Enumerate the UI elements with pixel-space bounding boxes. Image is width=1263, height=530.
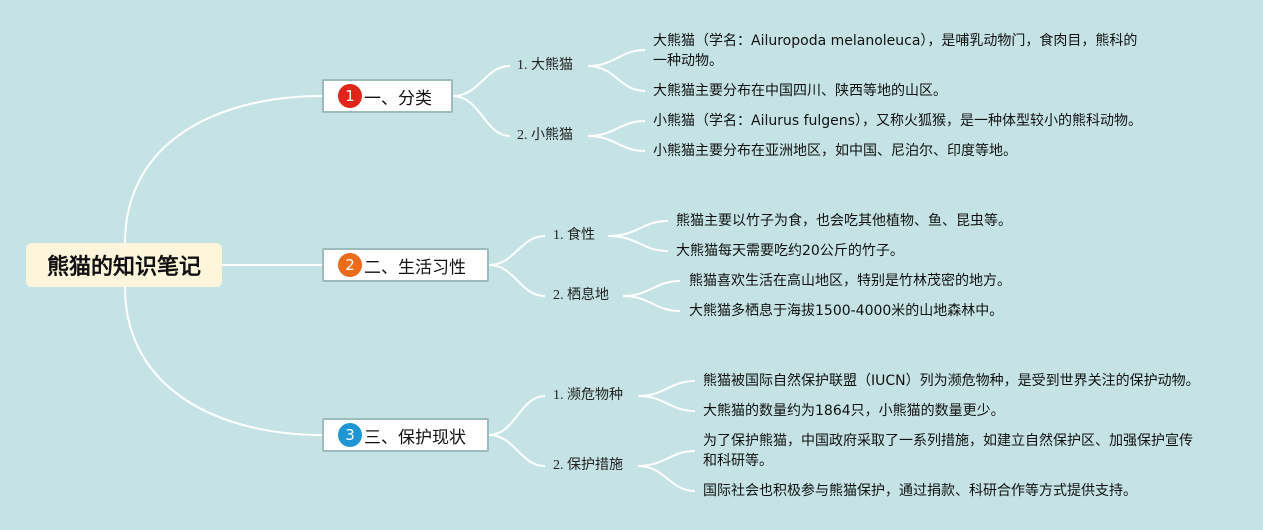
leaf-text[interactable]: 大熊猫的数量约为1864只，小熊猫的数量更少。 xyxy=(703,403,1005,419)
number-badge-3-icon: 3 xyxy=(338,423,362,447)
connector-b1s2-leaf1 xyxy=(587,120,646,137)
leaf-text[interactable]: 熊猫喜欢生活在高山地区，特别是竹林茂密的地方。 xyxy=(689,273,1011,289)
leaf-text[interactable]: 大熊猫主要分布在中国四川、陕西等地的山区。 xyxy=(653,83,947,99)
subtopic-protection-measures[interactable]: 2. 保护措施 xyxy=(553,458,623,473)
connector-b3-sub1 xyxy=(488,395,546,436)
connector-b1s2-leaf2 xyxy=(587,135,646,152)
leaf-text[interactable]: 小熊猫主要分布在亚洲地区，如中国、尼泊尔、印度等地。 xyxy=(653,143,1017,159)
connector-b1s1-leaf1 xyxy=(587,49,646,67)
branch-classification[interactable]: 1 一、分类 xyxy=(322,79,453,113)
leaf-text[interactable]: 小熊猫（学名：Ailurus fulgens），又称火狐猴，是一种体型较小的熊科… xyxy=(653,113,1142,129)
connector-b2-sub2 xyxy=(488,264,546,297)
branch-protection-status[interactable]: 3 三、保护现状 xyxy=(322,418,489,452)
leaf-text[interactable]: 为了保护熊猫，中国政府采取了一系列措施，如建立自然保护区、加强保护宣传和科研等。 xyxy=(703,433,1193,469)
subtopic-giant-panda[interactable]: 1. 大熊猫 xyxy=(517,58,573,73)
leaf-text[interactable]: 熊猫主要以竹子为食，也会吃其他植物、鱼、昆虫等。 xyxy=(676,213,1012,229)
connector-root-branch-1 xyxy=(124,95,323,244)
leaf-text[interactable]: 大熊猫多栖息于海拔1500-4000米的山地森林中。 xyxy=(689,303,1004,319)
branch-label: 二、生活习性 xyxy=(364,257,466,278)
number-badge-2-icon: 2 xyxy=(338,253,362,277)
subtopic-red-panda[interactable]: 2. 小熊猫 xyxy=(517,128,573,143)
connector-b1-sub2 xyxy=(452,95,511,137)
leaf-text[interactable]: 大熊猫（学名：Ailuropoda melanoleuca），是哺乳动物门，食肉… xyxy=(653,33,1138,69)
leaf-text[interactable]: 熊猫被国际自然保护联盟（IUCN）列为濒危物种，是受到世界关注的保护动物。 xyxy=(703,373,1200,389)
connector-b2s1-leaf2 xyxy=(607,235,669,252)
branch-label: 一、分类 xyxy=(364,88,432,109)
subtopic-endangered-species[interactable]: 1. 濒危物种 xyxy=(553,388,623,403)
connector-b2s1-leaf1 xyxy=(607,220,669,237)
connector-b2s2-leaf2 xyxy=(622,295,681,312)
connector-b3s1-leaf2 xyxy=(637,395,696,412)
connector-b3s2-leaf1 xyxy=(637,450,696,467)
connector-b1-sub1 xyxy=(452,65,511,97)
connector-root-branch-3 xyxy=(124,286,323,436)
subtopic-habitat[interactable]: 2. 栖息地 xyxy=(553,288,609,303)
connector-b3s2-leaf2 xyxy=(637,465,696,492)
subtopic-diet[interactable]: 1. 食性 xyxy=(553,228,595,243)
number-badge-1-icon: 1 xyxy=(338,84,362,108)
connector-b3s1-leaf1 xyxy=(637,380,696,397)
connector-b2-sub1 xyxy=(488,235,546,266)
branch-living-habits[interactable]: 2 二、生活习性 xyxy=(322,248,489,282)
connector-b2s2-leaf1 xyxy=(622,280,681,297)
root-topic[interactable]: 熊猫的知识笔记 xyxy=(26,243,222,287)
connector-b1s1-leaf2 xyxy=(587,65,646,92)
leaf-text[interactable]: 大熊猫每天需要吃约20公斤的竹子。 xyxy=(676,243,904,259)
leaf-text[interactable]: 国际社会也积极参与熊猫保护，通过捐款、科研合作等方式提供支持。 xyxy=(703,483,1137,499)
connector-b3-sub2 xyxy=(488,434,546,467)
branch-label: 三、保护现状 xyxy=(364,427,466,448)
